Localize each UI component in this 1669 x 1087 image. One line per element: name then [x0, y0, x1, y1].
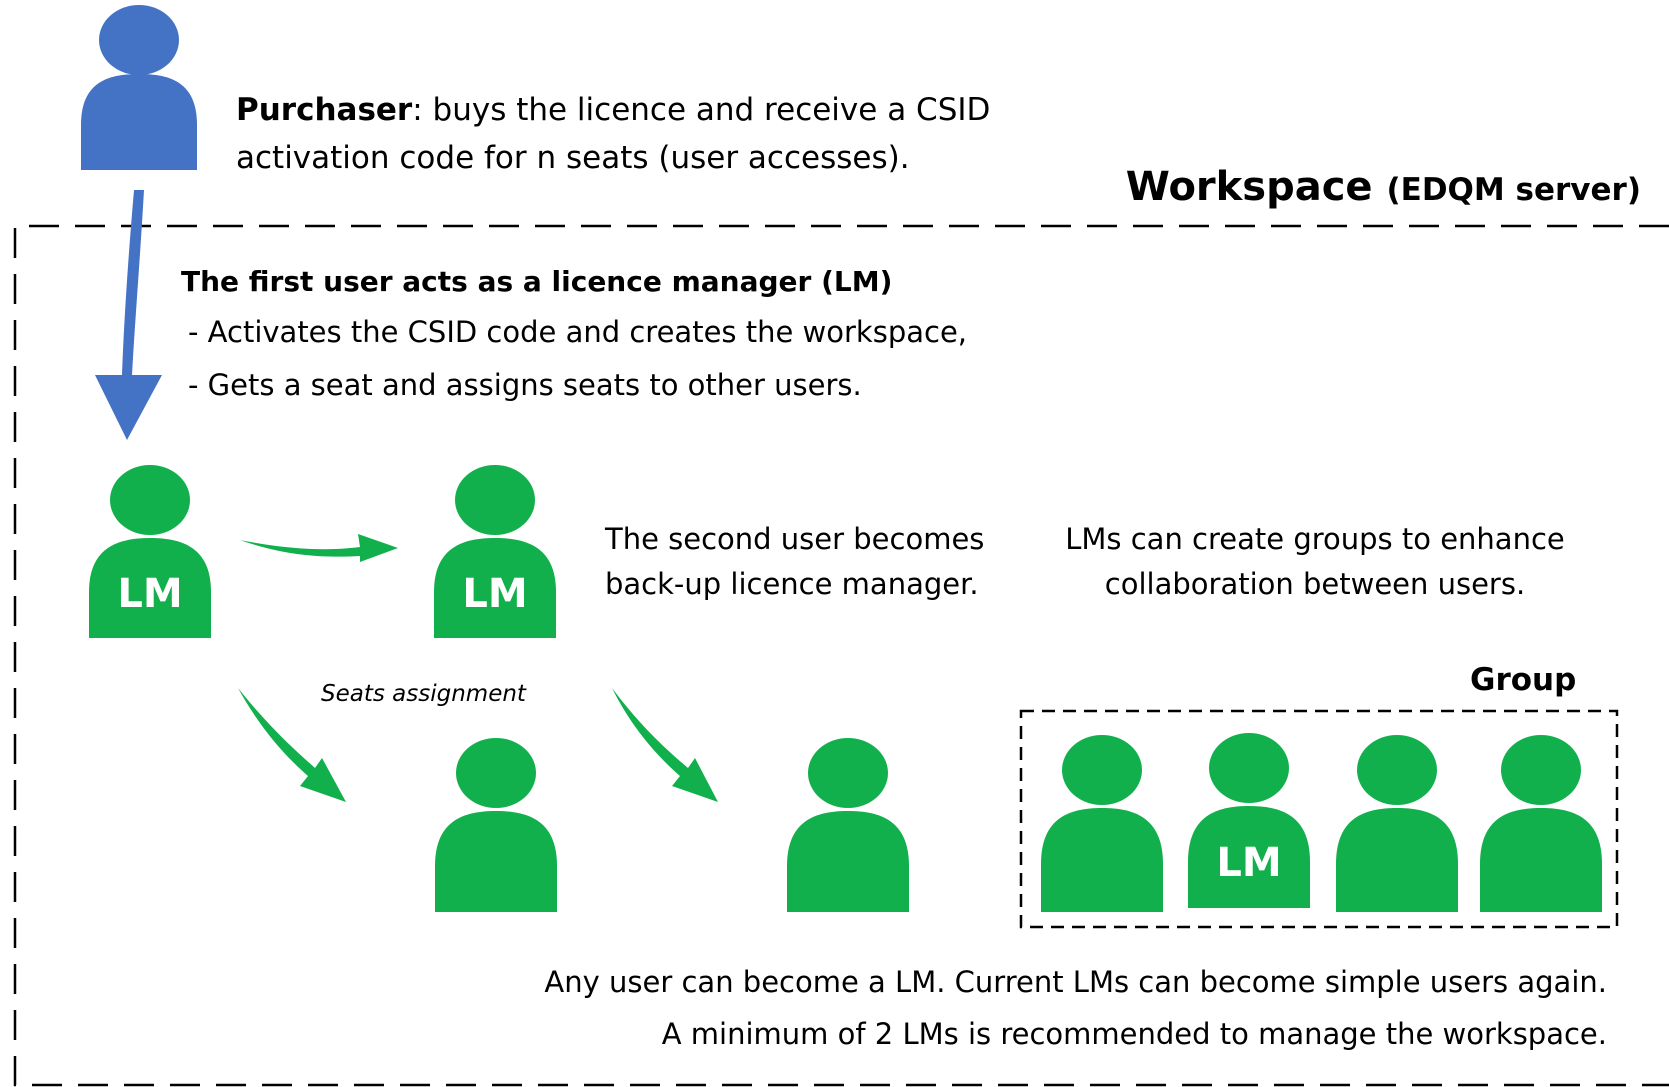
first-lm-badge: LM — [117, 571, 182, 617]
group-lm-badge: LM — [1216, 840, 1281, 886]
seat-assignment-arrow-2-icon — [612, 688, 718, 802]
group-member-lm-person-icon — [1188, 733, 1310, 908]
footer-line-1: Any user can become a LM. Current LMs ca… — [544, 965, 1607, 999]
seat-assignment-arrow-1-icon — [238, 688, 346, 802]
lm-bullet-1: - Activates the CSID code and creates th… — [188, 315, 968, 349]
purchaser-description: Purchaser: buys the licence and receive … — [236, 86, 990, 182]
purchaser-description-line1: : buys the licence and receive a CSID — [412, 92, 991, 128]
second-user-text: The second user becomes back-up licence … — [605, 522, 985, 601]
purchaser-to-lm-arrow-icon — [95, 190, 162, 440]
workspace-border — [13, 224, 1669, 1087]
workspace-title: Workspace (EDQM server) — [1126, 160, 1641, 214]
lm-to-backup-arrow-icon — [240, 534, 398, 562]
second-lm-person-icon — [434, 465, 556, 638]
group-member-3-person-icon — [1336, 735, 1458, 912]
purchaser-description-line2: activation code for n seats (user access… — [236, 140, 910, 176]
assigned-user-1-person-icon — [435, 738, 557, 912]
purchaser-label: Purchaser — [236, 92, 413, 128]
groups-text: LMs can create groups to enhance collabo… — [1065, 522, 1565, 601]
assigned-user-2-person-icon — [787, 738, 909, 912]
group-box — [1019, 709, 1619, 929]
purchaser-person-icon — [81, 5, 197, 170]
group-label: Group — [1470, 662, 1577, 698]
workspace-title-main: Workspace — [1125, 164, 1373, 210]
lm-bullet-2: - Gets a seat and assigns seats to other… — [188, 368, 862, 402]
workspace-title-sub: (EDQM server) — [1386, 172, 1641, 208]
group-member-4-person-icon — [1480, 735, 1602, 912]
first-lm-person-icon — [89, 465, 211, 638]
seats-assignment-caption: Seats assignment — [321, 681, 526, 707]
second-lm-badge: LM — [462, 571, 527, 617]
lm-heading: The first user acts as a licence manager… — [181, 265, 893, 298]
group-member-1-person-icon — [1041, 735, 1163, 912]
footer-line-2: A minimum of 2 LMs is recommended to man… — [661, 1017, 1607, 1051]
